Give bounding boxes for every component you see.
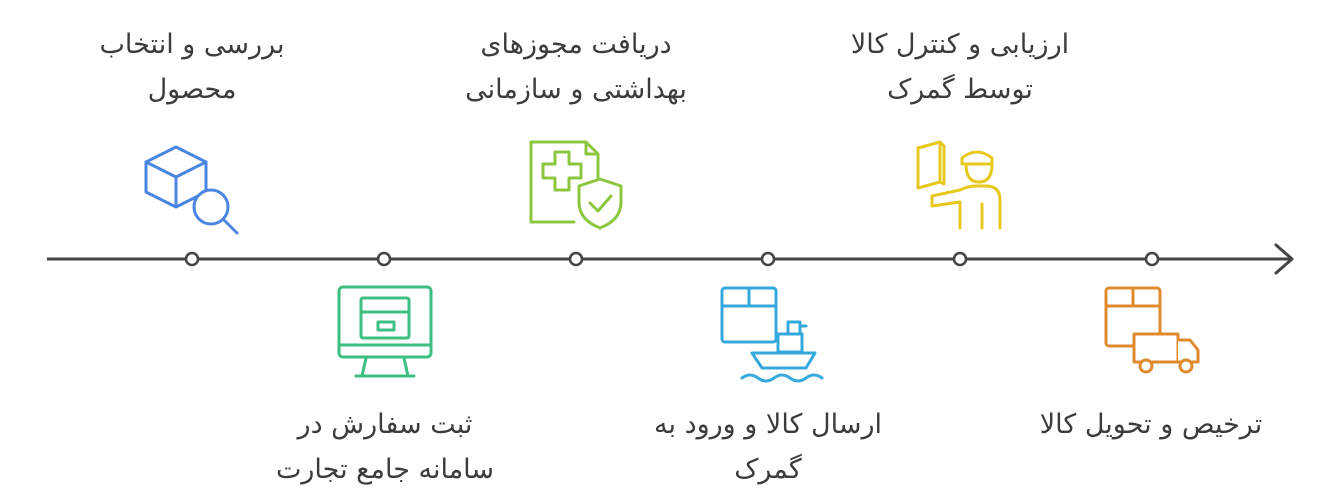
package-truck-icon <box>1104 286 1200 374</box>
step-3-line-2: بهداشتی و سازمانی <box>465 74 687 105</box>
step-2-label: ثبت سفارش در سامانه جامع تجارت <box>220 402 550 492</box>
timeline-node-2 <box>376 251 392 267</box>
timeline-node-1 <box>184 251 200 267</box>
step-5-label: ارزیابی و کنترل کالا توسط گمرک <box>790 22 1130 112</box>
customs-officer-icon <box>916 140 1002 230</box>
step-4-line-2: گمرک <box>734 454 802 485</box>
step-1-line-2: محصول <box>147 74 237 105</box>
timeline-node-6 <box>1144 251 1160 267</box>
step-3-label: دریافت مجوزهای بهداشتی و سازمانی <box>411 22 741 112</box>
computer-package-icon <box>337 285 433 378</box>
package-ship-icon <box>720 286 824 383</box>
step-4-line-1: ارسال کالا و ورود به <box>654 409 882 440</box>
step-1-line-1: بررسی و انتخاب <box>99 29 285 60</box>
step-6-line-1: ترخیص و تحویل کالا <box>1039 409 1263 440</box>
step-1-label: بررسی و انتخاب محصول <box>62 22 322 112</box>
timeline-node-4 <box>760 251 776 267</box>
step-6-label: ترخیص و تحویل کالا <box>998 402 1304 447</box>
step-5-line-2: توسط گمرک <box>887 74 1033 105</box>
step-3-line-1: دریافت مجوزهای <box>480 29 672 60</box>
step-2-line-2: سامانه جامع تجارت <box>275 454 495 485</box>
package-search-icon <box>144 145 239 235</box>
timeline-node-5 <box>952 251 968 267</box>
timeline-node-3 <box>568 251 584 267</box>
step-2-line-1: ثبت سفارش در <box>297 409 473 440</box>
step-4-label: ارسال کالا و ورود به گمرک <box>598 402 938 492</box>
health-permit-shield-icon <box>529 140 623 230</box>
timeline-arrowhead <box>1274 243 1294 275</box>
step-5-line-1: ارزیابی و کنترل کالا <box>850 29 1070 60</box>
